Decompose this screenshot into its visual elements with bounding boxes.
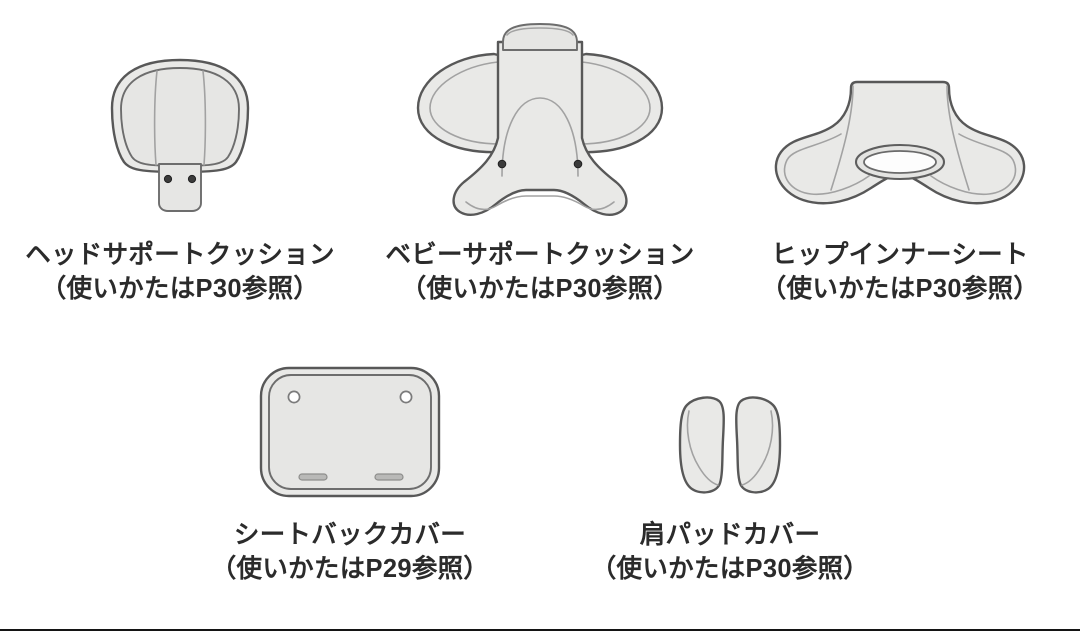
part-head-support-cushion: ヘッドサポートクッション （使いかたはP30参照） [0,8,360,306]
part-caption: ヒップインナーシート （使いかたはP30参照） [761,238,1039,306]
parts-row-bottom: シートバックカバー （使いかたはP29参照） 肩パッドカバー （使いかたはP30… [0,352,1080,586]
part-reference: （使いかたはP30参照） [400,275,680,304]
shoulder-pad-cover-figure [665,352,795,502]
part-caption: ベビーサポートクッション （使いかたはP30参照） [385,238,694,306]
seat-back-cover-illustration [259,366,441,498]
parts-row-top: ヘッドサポートクッション （使いかたはP30参照） [0,8,1080,306]
head-support-cushion-figure [80,8,280,226]
snap-dot-right [573,159,583,169]
snap-dot-left [497,159,507,169]
grommet-left [287,390,301,404]
part-shoulder-pad-cover: 肩パッドカバー （使いかたはP30参照） [540,352,920,586]
part-name: 肩パッドカバー [639,521,821,549]
page-bottom-rule [0,629,1080,631]
snap-dot-left [163,174,173,184]
part-reference: （使いかたはP29参照） [210,555,490,584]
hip-inner-seat-figure [769,8,1031,226]
slot-right [374,473,404,481]
shoulder-pad-left [678,396,725,494]
part-seat-back-cover: シートバックカバー （使いかたはP29参照） [160,352,540,586]
part-caption: シートバックカバー （使いかたはP29参照） [211,518,489,586]
hip-inner-seat-illustration [774,80,1026,205]
grommet-right [399,390,413,404]
part-name: シートバックカバー [233,521,467,549]
center-hole-inner [863,150,937,174]
part-caption: 肩パッドカバー （使いかたはP30参照） [591,518,869,586]
baby-support-cushion-illustration [416,23,664,216]
seat-back-cover-figure [255,352,445,502]
shoulder-pad-cover-illustration [678,396,782,494]
head-support-cushion-illustration [110,58,250,212]
part-name: ヘッドサポートクッション [25,241,335,269]
part-name: ヒップインナーシート [771,241,1029,269]
part-hip-inner-seat: ヒップインナーシート （使いかたはP30参照） [720,8,1080,306]
part-name: ベビーサポートクッション [385,241,695,269]
baby-support-cushion-figure [406,8,674,226]
part-caption: ヘッドサポートクッション （使いかたはP30参照） [25,238,335,306]
shoulder-pad-right [735,396,782,494]
part-reference: （使いかたはP30参照） [40,275,320,304]
part-reference: （使いかたはP30参照） [590,555,870,584]
snap-dot-right [187,174,197,184]
part-baby-support-cushion: ベビーサポートクッション （使いかたはP30参照） [360,8,720,306]
part-reference: （使いかたはP30参照） [760,275,1040,304]
slot-left [298,473,328,481]
